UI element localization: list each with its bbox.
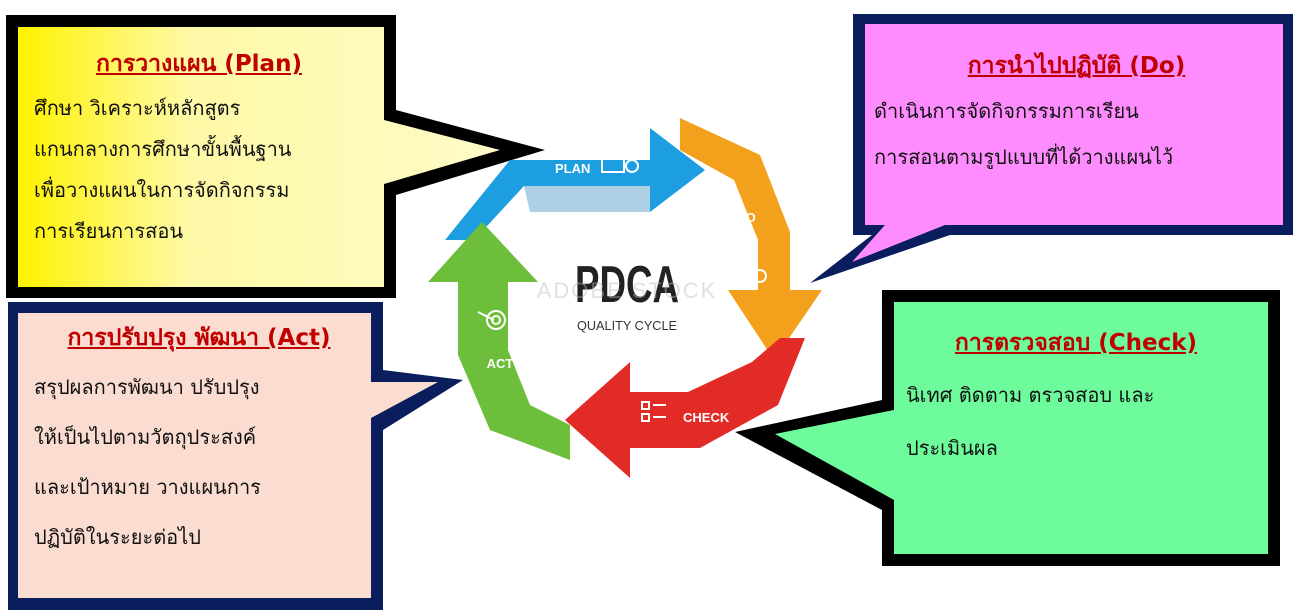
check-line: นิเทศ ติดตาม ตรวจสอบ และ bbox=[906, 383, 1155, 407]
check-text-box: การตรวจสอบ (Check) นิเทศ ติดตาม ตรวจสอบ … bbox=[906, 325, 1246, 475]
do-title: การนำไปปฏิบัติ (Do) bbox=[967, 53, 1186, 79]
check-arrow-label: CHECK bbox=[683, 410, 730, 425]
do-arrow bbox=[680, 118, 822, 360]
act-line: สรุปผลการพัฒนา ปรับปรุง bbox=[34, 375, 260, 399]
act-title: การปรับปรุง พัฒนา (Act) bbox=[67, 325, 331, 351]
plan-title: การวางแผน (Plan) bbox=[96, 51, 302, 77]
act-line: และเป้าหมาย วางแผนการ bbox=[34, 475, 261, 499]
act-callout bbox=[8, 302, 463, 610]
gears-icon bbox=[732, 252, 767, 283]
plan-icon bbox=[601, 149, 639, 173]
do-line: ดำเนินการจัดกิจกรรมการเรียน bbox=[874, 99, 1139, 123]
pdca-cycle-graphic: PLAN DO CHECK ACT PDCA QUALITY CYCLE ADO… bbox=[428, 118, 822, 478]
check-line: ประเมินผล bbox=[906, 436, 998, 460]
do-line: การสอนตามรูปแบบที่ได้วางแผนไว้ bbox=[874, 145, 1174, 169]
checklist-icon bbox=[641, 401, 666, 422]
do-text-box: การนำไปปฏิบัติ (Do) ดำเนินการจัดกิจกรรมก… bbox=[874, 48, 1279, 180]
act-line: ให้เป็นไปตามวัตถุประสงค์ bbox=[34, 425, 257, 449]
watermark: ADOBE STOCK bbox=[537, 278, 718, 303]
plan-line: เพื่อวางแผนในการจัดกิจกรรม bbox=[34, 178, 290, 202]
do-callout bbox=[810, 14, 1293, 283]
plan-arrow bbox=[445, 128, 705, 240]
act-line: ปฏิบัติในระยะต่อไป bbox=[34, 525, 201, 549]
do-callout-fill bbox=[852, 24, 1283, 262]
act-arrow bbox=[428, 222, 570, 460]
plan-callout bbox=[6, 15, 545, 298]
pdca-title: PDCA bbox=[575, 256, 679, 314]
target-icon bbox=[477, 310, 506, 330]
plan-arrow-label: PLAN bbox=[555, 161, 590, 176]
check-callout-fill bbox=[775, 302, 1268, 554]
act-callout-fill bbox=[18, 313, 438, 598]
pdca-subtitle: QUALITY CYCLE bbox=[577, 318, 677, 333]
plan-line: แกนกลางการศึกษาขั้นพื้นฐาน bbox=[34, 137, 292, 161]
do-arrow-label: DO bbox=[736, 210, 756, 225]
plan-line: ศึกษา วิเคราะห์หลักสูตร bbox=[34, 96, 241, 120]
act-text-box: การปรับปรุง พัฒนา (Act) สรุปผลการพัฒนา ป… bbox=[34, 320, 364, 562]
plan-line: การเรียนการสอน bbox=[34, 219, 184, 243]
check-arrow bbox=[565, 338, 805, 478]
plan-text-box: การวางแผน (Plan) ศึกษา วิเคราะห์หลักสูตร… bbox=[34, 46, 364, 252]
check-callout bbox=[735, 290, 1280, 566]
check-title: การตรวจสอบ (Check) bbox=[954, 330, 1198, 356]
act-arrow-label: ACT bbox=[487, 356, 514, 371]
plan-callout-fill bbox=[18, 27, 500, 287]
